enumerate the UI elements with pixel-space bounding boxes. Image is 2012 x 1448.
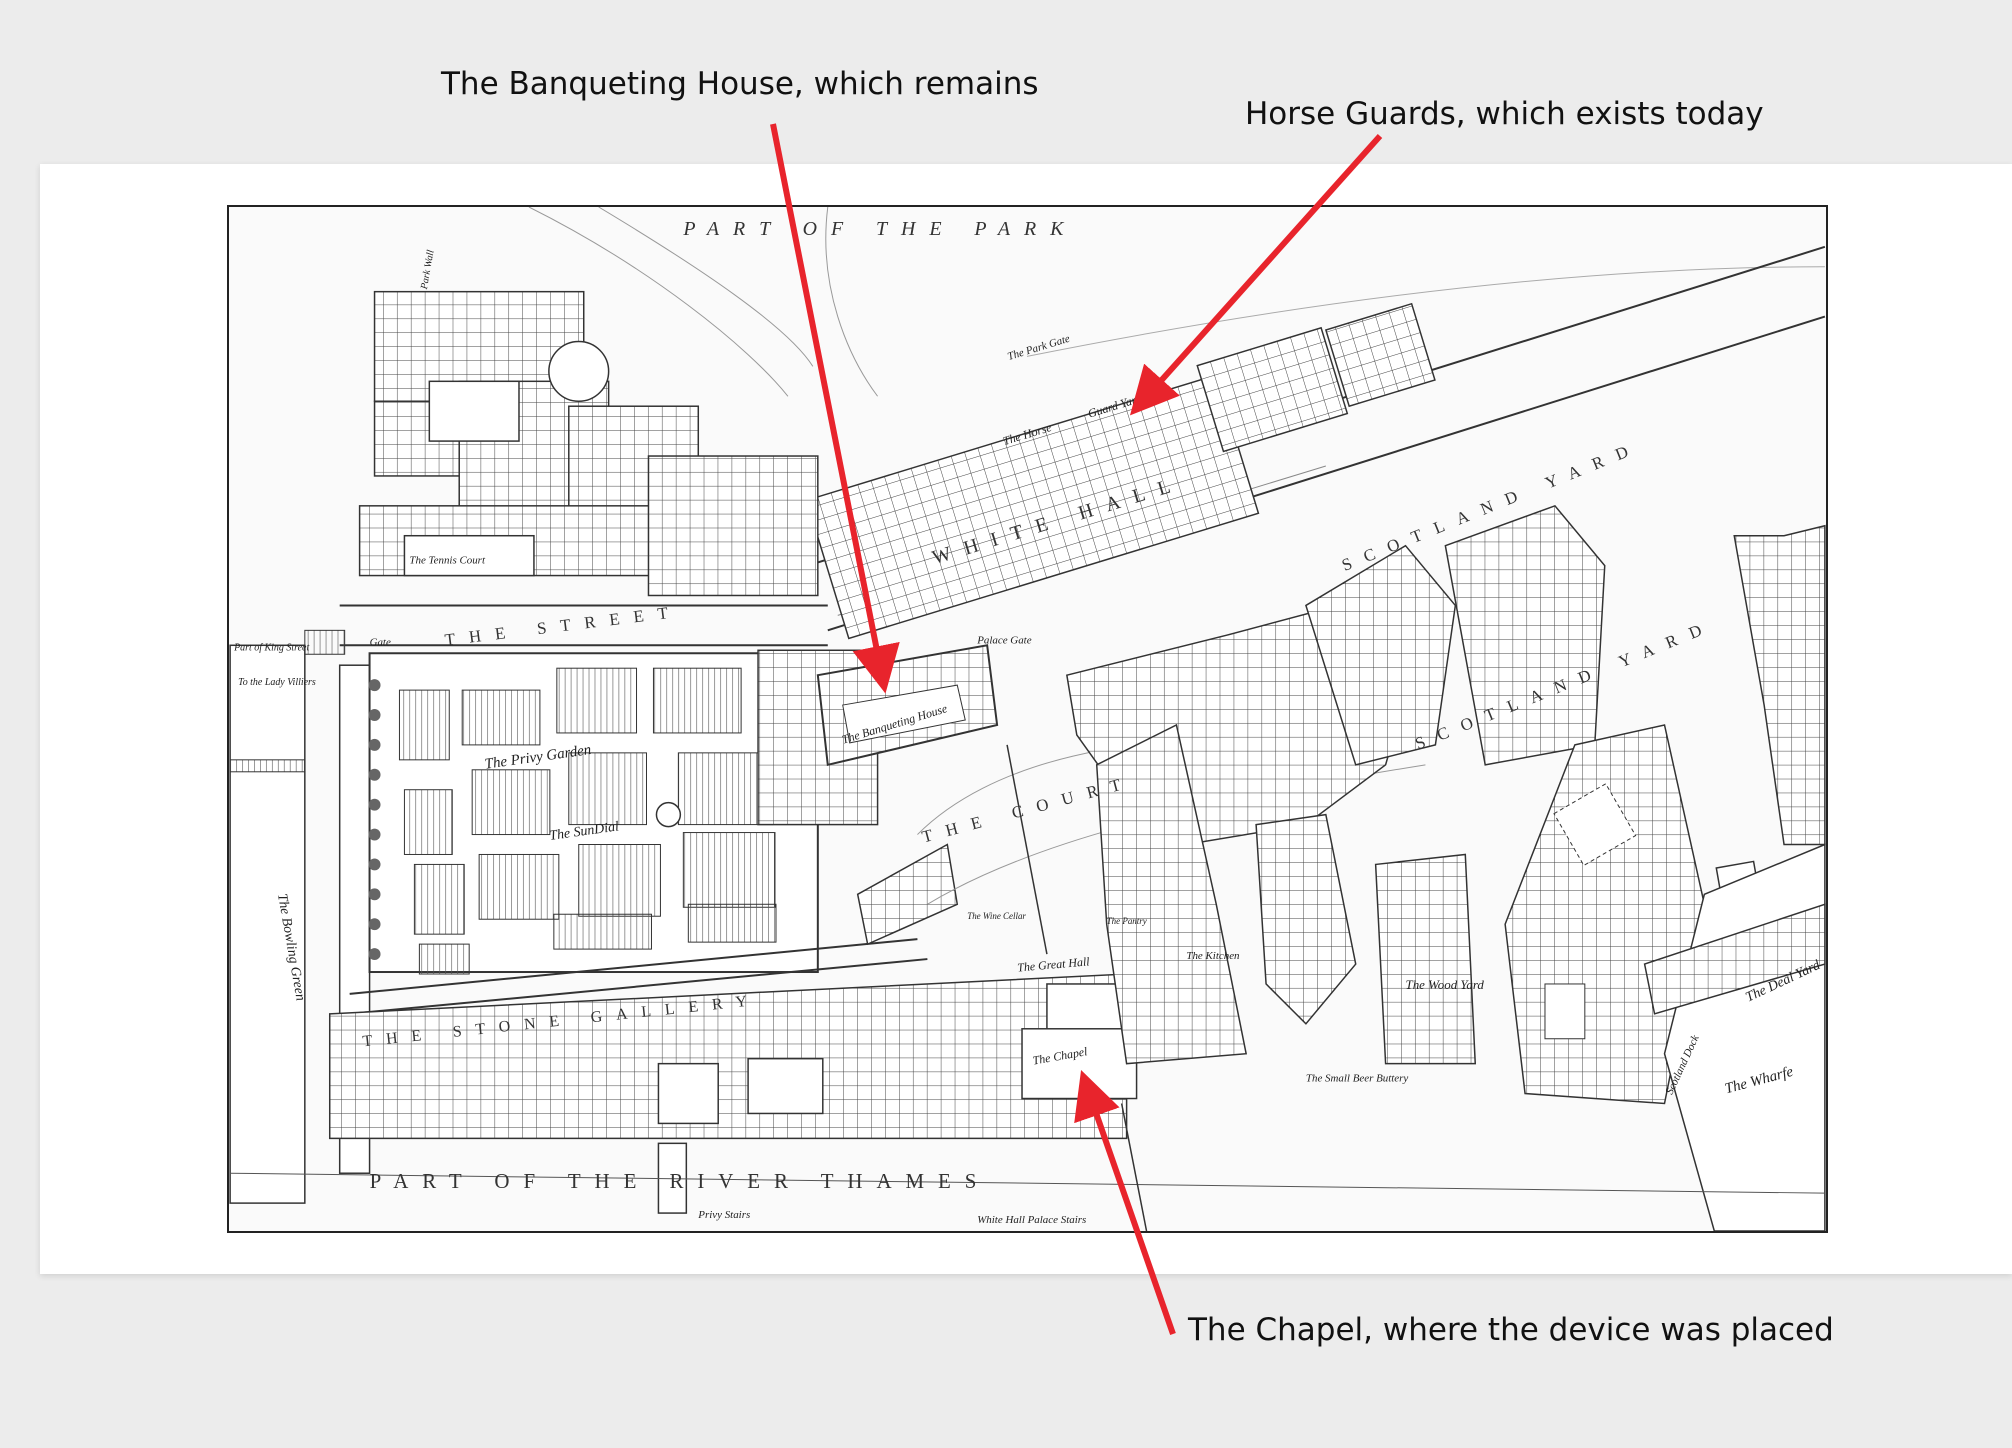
label-park-gate: The Park Gate	[1006, 333, 1071, 363]
label-tennis-court: The Tennis Court	[409, 555, 486, 567]
label-palace-gate: Palace Gate	[976, 634, 1032, 646]
annotation-horse-guards: Horse Guards, which exists today	[1245, 96, 1764, 132]
label-great-hall: The Great Hall	[1017, 954, 1091, 974]
label-park-wall: Park Wall	[419, 249, 437, 291]
label-king-street: Part of King Street	[233, 642, 309, 653]
label-wine-cellar: The Wine Cellar	[967, 911, 1026, 921]
label-lady-villiers: To the Lady Villiers	[238, 677, 316, 688]
map-drawing: PART OF THE PARK WHITE HALL THE STREET T…	[229, 207, 1826, 1231]
annotation-chapel: The Chapel, where the device was placed	[1188, 1312, 1834, 1348]
label-wood-yard: The Wood Yard	[1406, 977, 1485, 992]
label-privy-stairs: Privy Stairs	[697, 1209, 750, 1221]
label-kitchen: The Kitchen	[1186, 950, 1240, 962]
label-white-hall-palace-stairs: White Hall Palace Stairs	[977, 1214, 1086, 1226]
label-small-beer-buttery: The Small Beer Buttery	[1306, 1073, 1409, 1085]
label-the-street: THE STREET	[444, 602, 683, 650]
label-gate: Gate	[370, 636, 391, 648]
label-pantry: The Pantry	[1107, 916, 1147, 926]
label-part-of-the-river-thames: PART OF THE RIVER THAMES	[370, 1169, 991, 1193]
whitehall-palace-map: PART OF THE PARK WHITE HALL THE STREET T…	[227, 205, 1828, 1233]
label-part-of-the-park: PART OF THE PARK	[682, 218, 1077, 240]
annotation-banqueting-house: The Banqueting House, which remains	[441, 66, 1039, 102]
